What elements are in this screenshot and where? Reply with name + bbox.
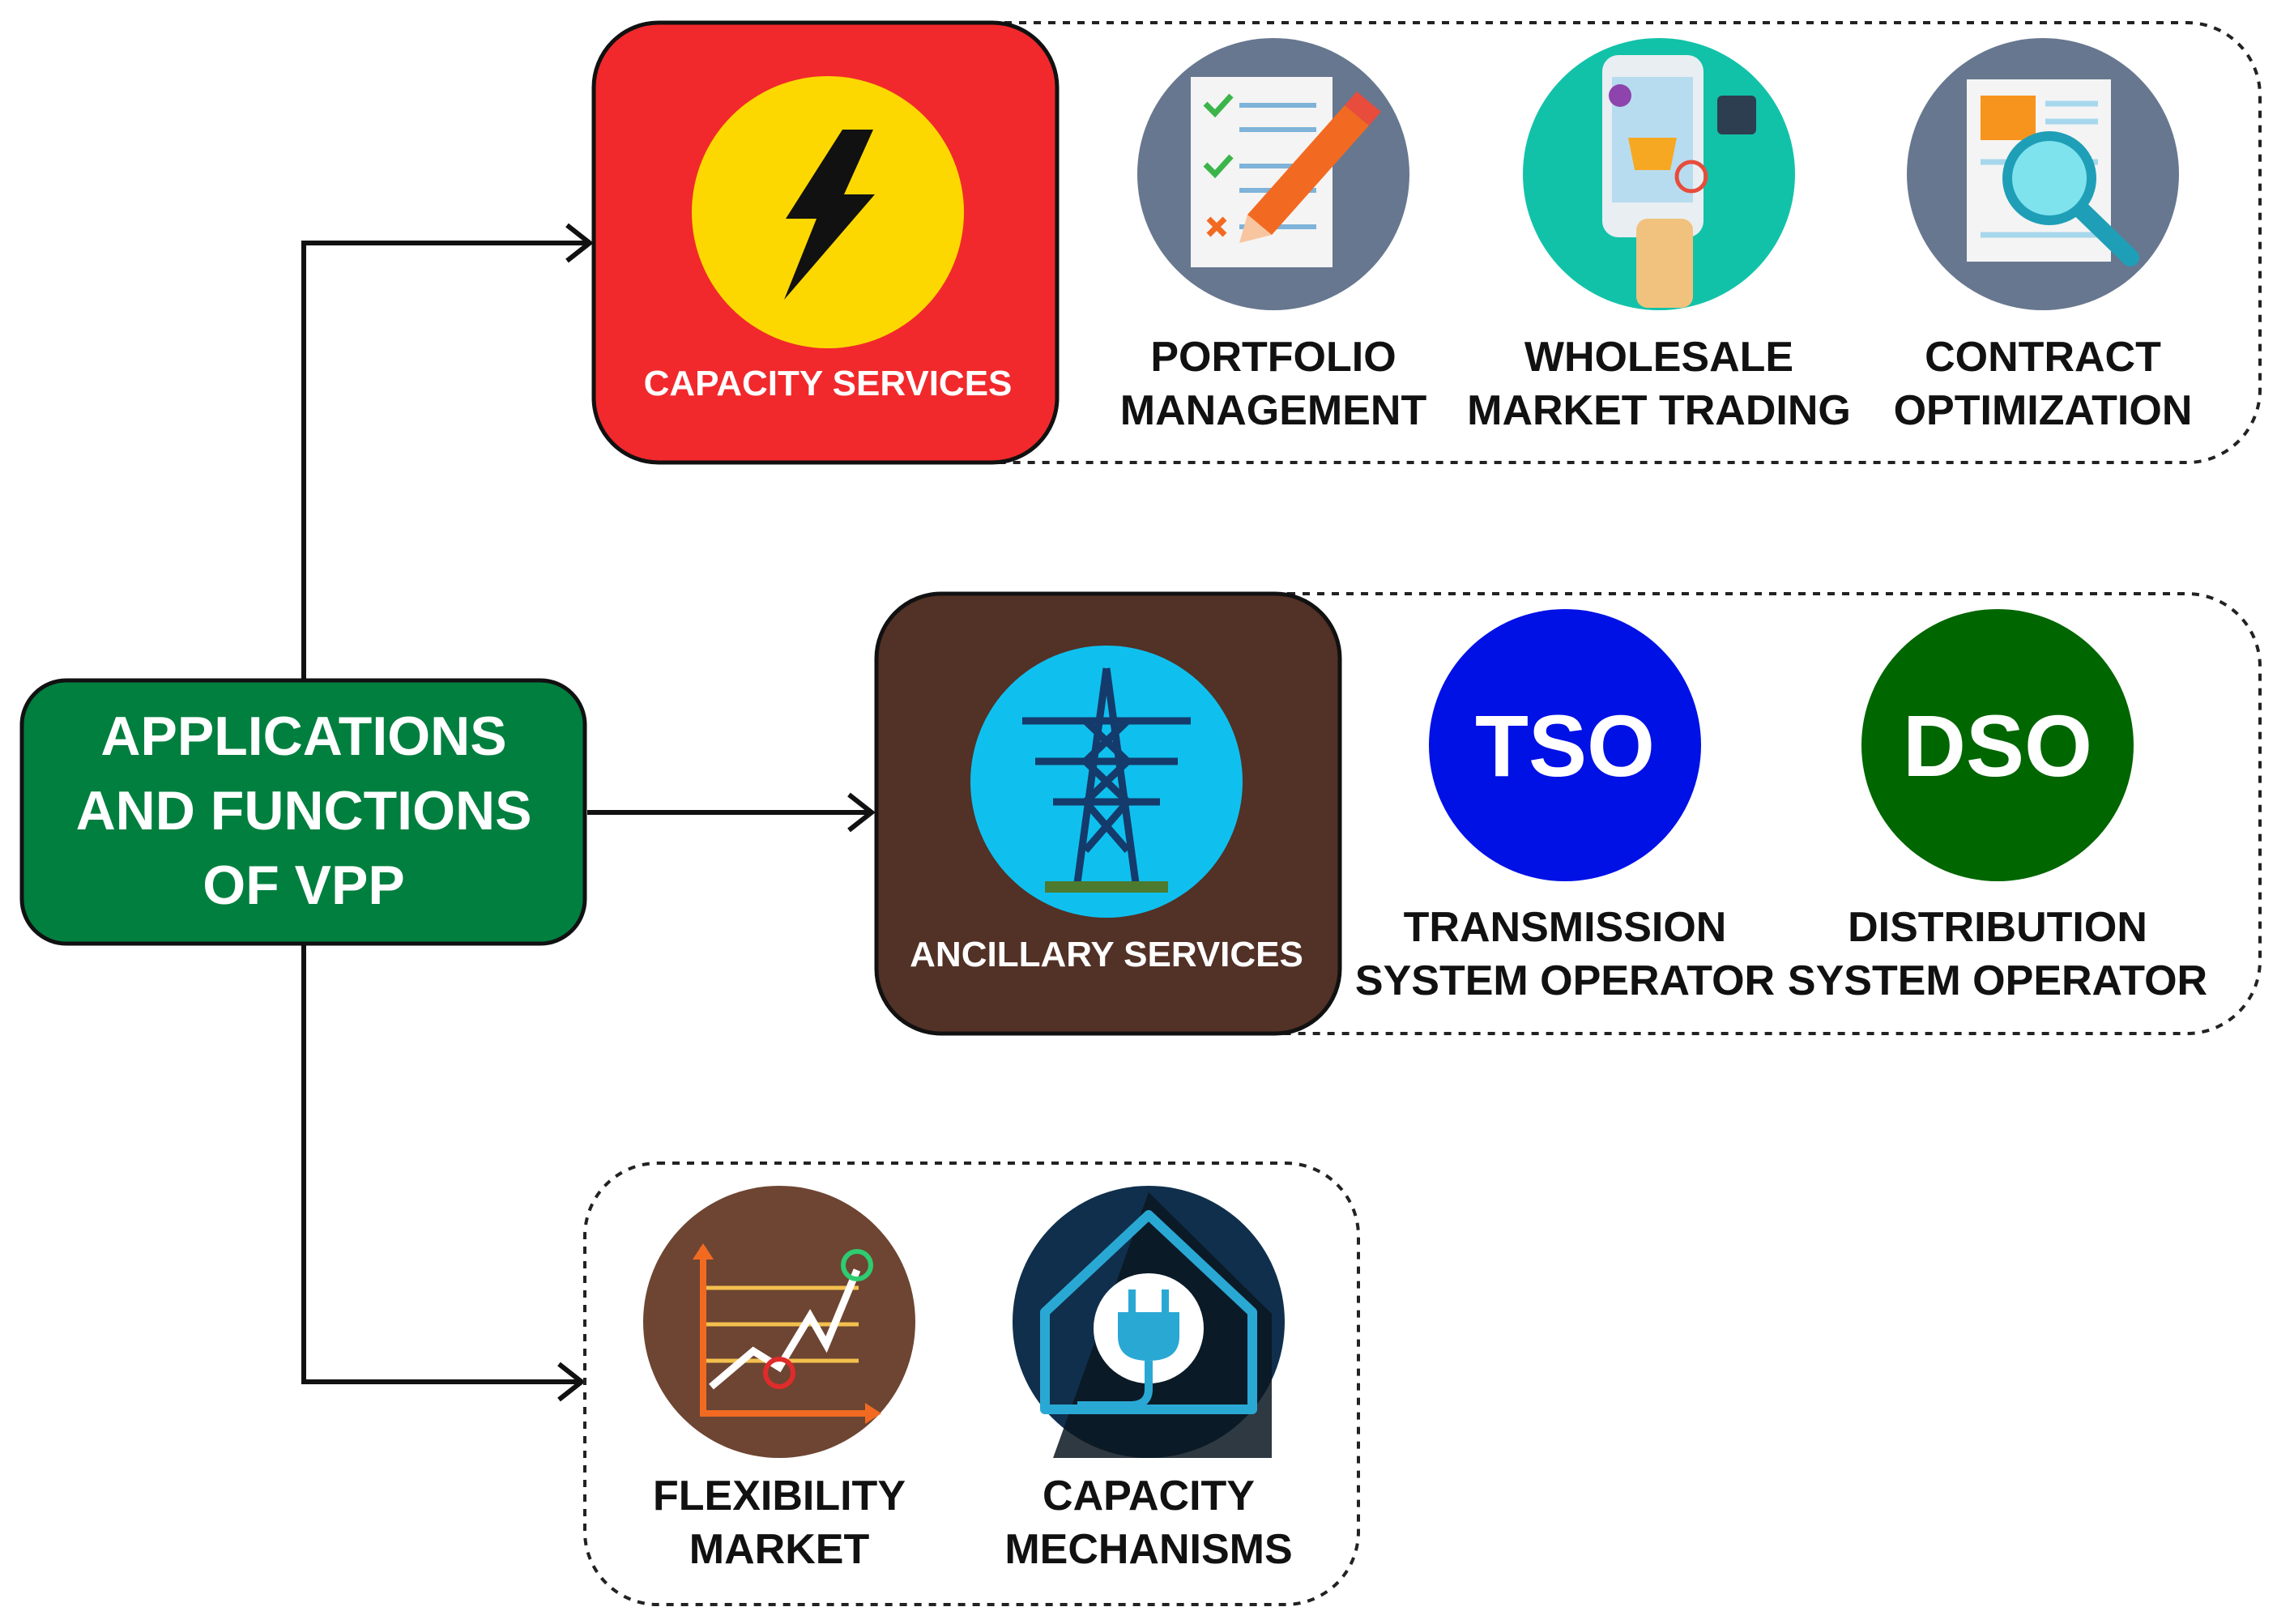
contract-line-1: CONTRACT (1925, 334, 2161, 381)
wholesale-line-1: WHOLESALE (1524, 334, 1793, 381)
tso-icon (1429, 609, 1701, 881)
connector-to-capacity (301, 241, 587, 680)
dso-abbr: DSO (1903, 697, 2092, 795)
dso-item: DSO DISTRIBUTION SYSTEM OPERATOR (1788, 609, 2207, 1004)
root-line-2: AND FUNCTIONS (76, 780, 532, 842)
arrowhead-ancillary (847, 792, 876, 833)
tso-item: TSO TRANSMISSION SYSTEM OPERATOR (1355, 609, 1775, 1004)
capacity-mechanisms-line-2: MECHANISMS (1004, 1526, 1292, 1573)
tso-line-2: SYSTEM OPERATOR (1355, 957, 1775, 1004)
dso-line-2: SYSTEM OPERATOR (1788, 957, 2207, 1004)
ancillary-services-label: ANCILLARY SERVICES (910, 935, 1303, 974)
contract-item: CONTRACT OPTIMIZATION (1894, 38, 2193, 434)
tower-shape (1022, 667, 1191, 884)
market-group (583, 1162, 1360, 1606)
capacity-services-node: CAPACITY SERVICES (591, 20, 1060, 465)
capacity-mechanisms-line-1: CAPACITY (1043, 1473, 1255, 1520)
portfolio-line-1: PORTFOLIO (1150, 334, 1396, 381)
document-magnifier-icon (1907, 38, 2179, 310)
tso-line-1: TRANSMISSION (1404, 904, 1727, 951)
connector-to-market (301, 944, 579, 1384)
capacity-services-label: CAPACITY SERVICES (644, 364, 1013, 403)
connectors (301, 223, 876, 1402)
capacity-group (930, 21, 2262, 464)
wholesale-item: WHOLESALE MARKET TRADING (1467, 38, 1851, 434)
arrowhead-capacity (565, 223, 594, 263)
portfolio-item: PORTFOLIO MANAGEMENT (1120, 38, 1427, 434)
arrowhead-market (557, 1362, 586, 1402)
mobile-shopping-icon (1523, 38, 1795, 310)
flexibility-line-2: MARKET (689, 1526, 870, 1573)
flexibility-chart-icon (643, 1186, 915, 1458)
wholesale-line-2: MARKET TRADING (1467, 387, 1851, 434)
root-line-3: OF VPP (203, 855, 404, 916)
lightning-bolt (784, 130, 875, 300)
capacity-mechanisms-item: CAPACITY MECHANISMS (1004, 1186, 1293, 1573)
dso-icon (1861, 609, 2134, 881)
portfolio-line-2: MANAGEMENT (1120, 387, 1427, 434)
ancillary-services-node: ANCILLARY SERVICES (874, 591, 1342, 1036)
tso-abbr: TSO (1475, 697, 1655, 795)
flexibility-line-1: FLEXIBILITY (653, 1473, 906, 1520)
flexibility-item: FLEXIBILITY MARKET (643, 1186, 915, 1573)
root-line-1: APPLICATIONS (100, 705, 506, 767)
dso-line-1: DISTRIBUTION (1848, 904, 2147, 951)
contract-line-2: OPTIMIZATION (1894, 387, 2193, 434)
root-node: APPLICATIONS AND FUNCTIONS OF VPP (19, 678, 587, 946)
house-plug-icon (1013, 1186, 1285, 1458)
portfolio-checklist-icon (1137, 38, 1409, 310)
